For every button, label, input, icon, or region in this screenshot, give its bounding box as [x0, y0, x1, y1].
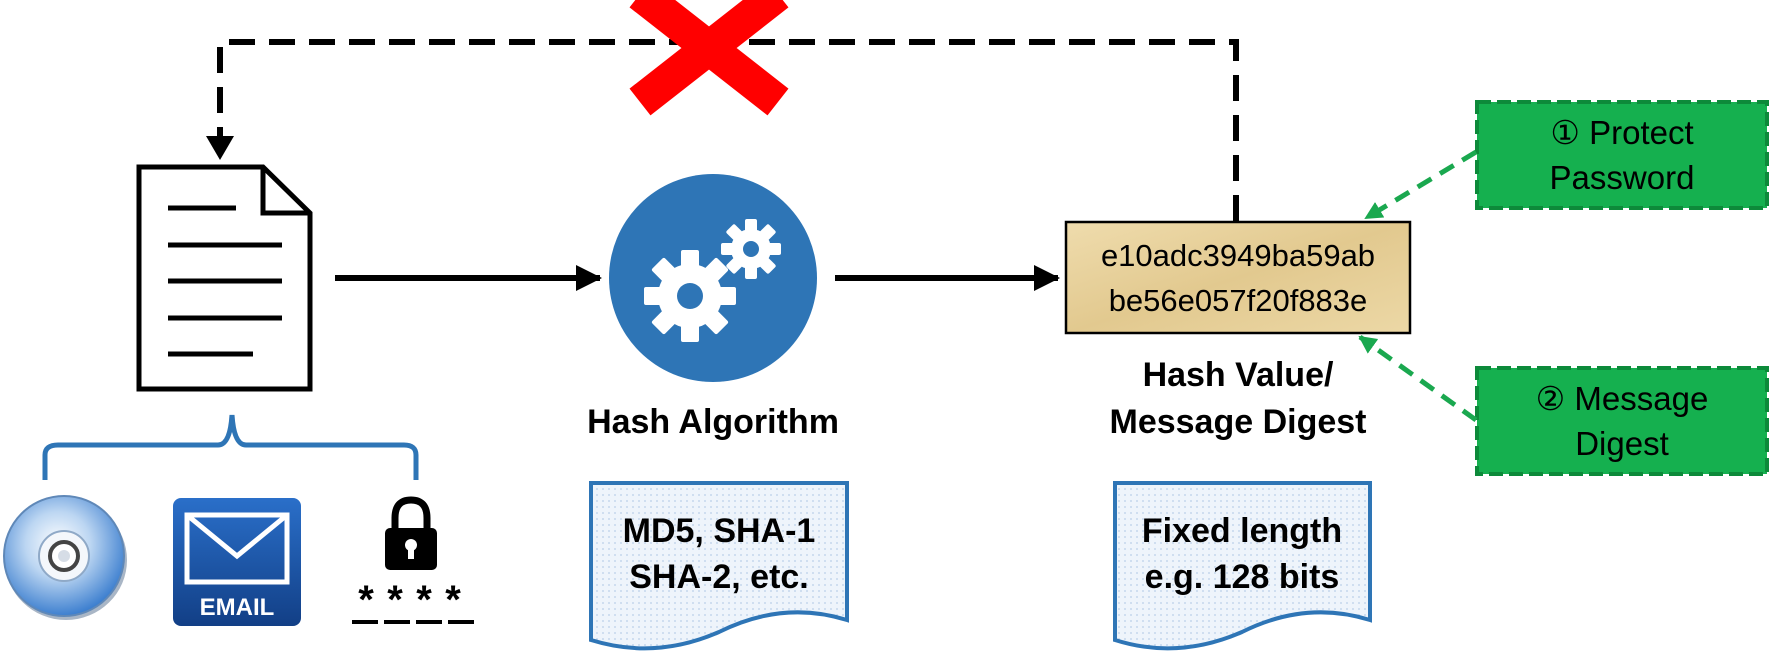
- document-icon: [136, 164, 313, 392]
- password-mask-char: *: [387, 578, 403, 622]
- arrow-message-digest-to-hash: [1358, 334, 1478, 423]
- algorithm-note-line: MD5, SHA-1: [623, 512, 816, 550]
- password-mask-char: *: [445, 578, 461, 622]
- hash-value-box: e10adc3949ba59ab be56e057f20f883e: [1064, 220, 1412, 335]
- algorithm-note-line: SHA-2, etc.: [629, 558, 809, 596]
- disc-icon: [3, 495, 127, 620]
- use-box-line: Digest: [1575, 425, 1669, 462]
- use-box-protect-password: ① Protect Password: [1475, 100, 1769, 210]
- use-box-line: ① Protect: [1550, 114, 1693, 151]
- hash-length-note-line: e.g. 128 bits: [1145, 558, 1340, 596]
- hash-algorithm-label: Hash Algorithm: [587, 403, 839, 441]
- password-mask-char: *: [416, 578, 432, 622]
- hash-value-line: be56e057f20f883e: [1109, 283, 1368, 318]
- email-icon-label: EMAIL: [200, 594, 275, 621]
- cross-icon: [629, 0, 789, 116]
- hash-length-note: Fixed length e.g. 128 bits: [1113, 481, 1372, 651]
- arrow-protect-password-to-hash: [1364, 149, 1478, 221]
- hash-value-label-line: Message Digest: [1110, 403, 1367, 441]
- use-box-line: ② Message: [1536, 380, 1709, 417]
- use-box-line: Password: [1550, 159, 1695, 196]
- email-icon: EMAIL: [173, 498, 301, 626]
- hash-length-note-line: Fixed length: [1142, 512, 1342, 550]
- input-brace: [42, 414, 419, 480]
- algorithm-note: MD5, SHA-1 SHA-2, etc.: [589, 481, 849, 651]
- hash-value-line: e10adc3949ba59ab: [1101, 238, 1375, 273]
- password-mask-char: *: [358, 578, 374, 622]
- gears-icon: [609, 174, 817, 382]
- hash-value-label-line: Hash Value/: [1143, 356, 1334, 394]
- password-mask: * * * *: [352, 578, 474, 624]
- use-box-message-digest: ② Message Digest: [1475, 366, 1769, 476]
- lock-icon: [385, 496, 437, 570]
